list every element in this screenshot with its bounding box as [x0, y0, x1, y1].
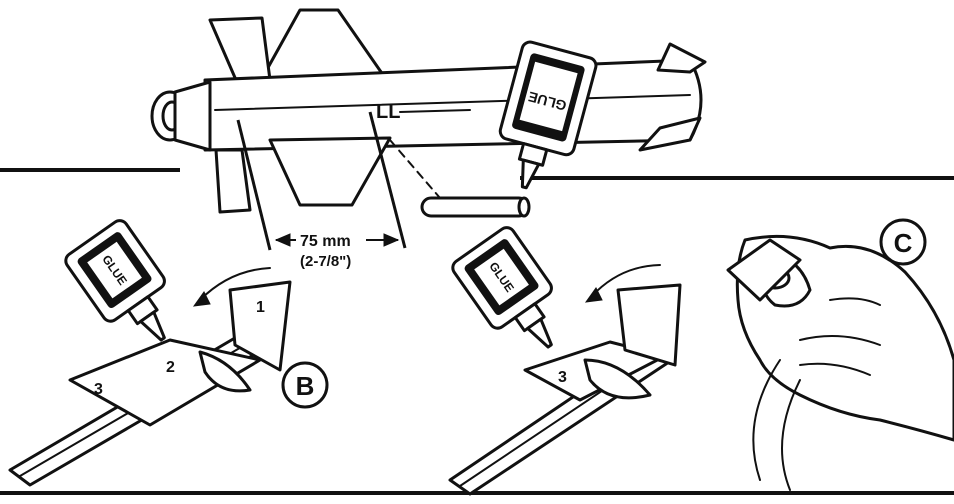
step-b-label: B	[296, 371, 315, 401]
rear-fin-bottom	[214, 148, 252, 214]
fin-3-label-right: 3	[558, 369, 567, 386]
fin-piece-1	[228, 280, 292, 372]
fin-2-label: 2	[166, 359, 175, 376]
step-b-badge	[281, 361, 329, 409]
rear-fin-top	[208, 16, 272, 82]
step-b-panel: 1 2 3 GLUE B	[8, 219, 329, 487]
measure-line-right	[368, 111, 407, 249]
launch-lug-label: LL	[376, 101, 400, 123]
lower-fin	[268, 136, 392, 207]
step-c-badge	[879, 218, 927, 266]
upper-fin	[258, 8, 390, 84]
right-fin-bottom	[638, 116, 702, 152]
measure-mm-text: 75 mm	[300, 233, 351, 250]
step-c-label: C	[894, 228, 913, 258]
upright-fin-right	[616, 283, 682, 367]
measure-line-left	[236, 119, 272, 251]
right-fin-top	[656, 42, 707, 74]
glue-bottle-right: GLUE	[451, 226, 553, 349]
glue-bottle-left: GLUE	[64, 219, 166, 342]
glue-bottle-top: GLUE	[498, 40, 598, 190]
step-c-panel: C	[726, 218, 954, 491]
rocket-illustration: LL 75 mm (2-7/8")	[150, 8, 707, 270]
measure-inch-text: (2-7/8")	[300, 253, 351, 270]
fin-3-label-left: 3	[94, 381, 103, 398]
launch-lug	[420, 196, 530, 218]
fin-1-label: 1	[256, 299, 265, 316]
step-middle-panel: 3 GLUE	[448, 226, 682, 496]
